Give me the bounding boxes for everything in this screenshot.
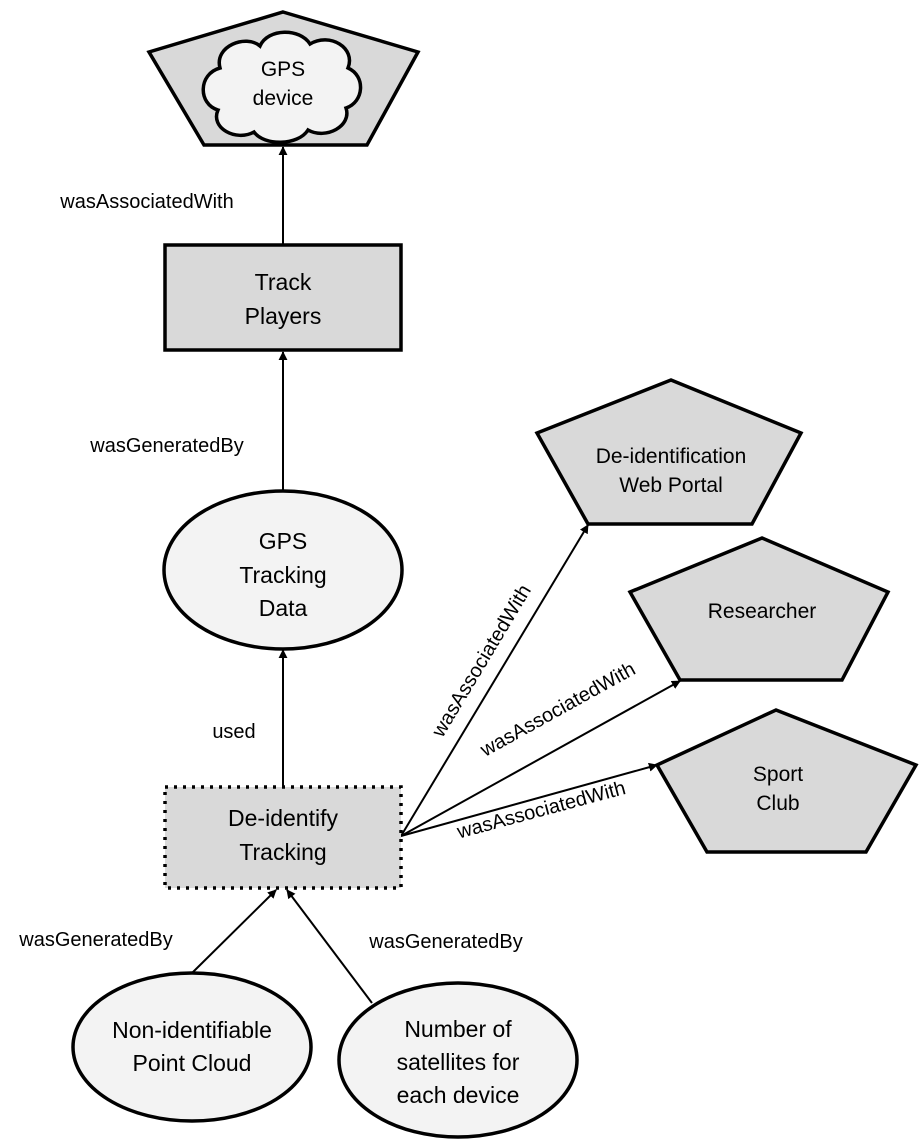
edge-label-deid-to-data: used [212,721,255,743]
edge-label-deid-to-researcher: wasAssociatedWith [476,658,639,762]
activity-box [163,243,403,352]
node-track-players: Track Players [163,243,403,352]
deid-web-portal-line1: De-identification [596,445,747,468]
track-players-line1: Track [255,269,312,295]
node-point-cloud: Non-identifiable Point Cloud [71,971,313,1123]
agent-pentagon [654,708,919,854]
satellites-line1: Number of [404,1016,512,1042]
gps-device-line2: device [253,87,314,110]
satellites-line3: each device [397,1082,520,1108]
node-sport-club: Sport Club [654,708,919,854]
entity-ellipse [162,489,404,651]
node-gps-device: GPS device [146,10,421,147]
agent-pentagon [627,536,891,682]
node-deidentify-tracking: De-identify Tracking [163,785,403,890]
edge-deid-to-researcher [400,680,681,837]
edge-label-data-to-track: wasGeneratedBy [89,435,243,457]
node-gps-tracking-data: GPS Tracking Data [162,489,404,651]
node-researcher: Researcher [627,536,891,682]
edge-sat-to-deid [286,889,373,1004]
edges [191,146,681,1004]
deidentify-tracking-line1: De-identify [228,805,338,831]
edge-label-track-to-device: wasAssociatedWith [59,191,233,213]
edge-label-deid-to-club: wasAssociatedWith [454,777,628,843]
node-deid-web-portal: De-identification Web Portal [534,378,804,526]
entity-ellipse [71,971,313,1123]
gps-tracking-data-line2: Tracking [239,562,326,588]
agent-pentagon [534,378,804,526]
edge-label-sat-to-deid: wasGeneratedBy [368,931,522,953]
gps-tracking-data-line1: GPS [259,528,308,554]
gps-device-line1: GPS [261,58,305,81]
deidentify-tracking-line2: Tracking [239,839,326,865]
edge-deid-to-portal [400,524,589,837]
activity-box-dotted [163,785,403,890]
sport-club-line2: Club [756,792,799,815]
deid-web-portal-line2: Web Portal [619,474,723,497]
entity-ellipse [337,981,579,1139]
point-cloud-line2: Point Cloud [133,1050,252,1076]
edge-label-cloud-to-deid: wasGeneratedBy [18,929,172,951]
cloud-icon [201,30,363,144]
satellites-line2: satellites for [397,1049,520,1075]
node-satellites: Number of satellites for each device [337,981,579,1139]
edge-cloud-to-deid [191,889,277,974]
point-cloud-line1: Non-identifiable [112,1017,272,1043]
edge-deid-to-club [400,762,658,837]
researcher-label: Researcher [708,600,817,623]
track-players-line2: Players [245,303,322,329]
sport-club-line1: Sport [753,763,803,786]
gps-tracking-data-line3: Data [259,595,308,621]
